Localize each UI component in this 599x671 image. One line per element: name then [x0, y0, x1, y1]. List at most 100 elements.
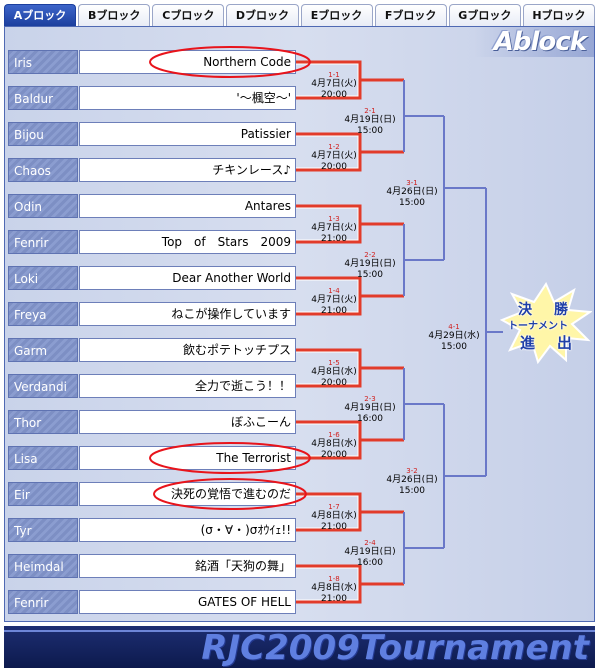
team-label: ねこが操作しています [79, 302, 296, 326]
team-name: Fenrir [8, 230, 78, 254]
match-date: 4月8日(水) [311, 583, 357, 593]
footer-stripe [4, 630, 595, 632]
match-time: 15:00 [441, 342, 467, 352]
match-time: 20:00 [321, 162, 347, 172]
match-num: 1-4 [328, 287, 340, 295]
burst-icon [500, 282, 592, 364]
team-name: Bijou [8, 122, 78, 146]
match-num: 2-4 [364, 539, 376, 547]
match-date: 4月26日(日) [386, 187, 438, 197]
match-time: 15:00 [357, 126, 383, 136]
team-label: (σ・∀・)σｵｳｲｪ!! [79, 518, 296, 542]
match-num: 2-3 [364, 395, 376, 403]
r1-bracket-inner [296, 495, 359, 529]
match-num: 2-1 [364, 107, 376, 115]
match-num: 1-7 [328, 503, 340, 511]
match-time: 20:00 [321, 450, 347, 460]
team-label: Northern Code [79, 50, 296, 74]
team-name: Tyr [8, 518, 78, 542]
match-num: 3-2 [406, 467, 418, 475]
match-date: 4月19日(日) [344, 115, 396, 125]
tab-block-4[interactable]: Eブロック [300, 4, 373, 26]
tab-block-2[interactable]: Cブロック [152, 4, 225, 26]
match-date: 4月19日(日) [344, 259, 396, 269]
team-name: Heimdal [8, 554, 78, 578]
highlight-circle [153, 478, 307, 510]
highlight-circle [149, 46, 311, 78]
team-name: Lisa [8, 446, 78, 470]
team-name: Iris [8, 50, 78, 74]
team-name: Thor [8, 410, 78, 434]
tab-block-6[interactable]: Gブロック [448, 4, 521, 26]
team-label: GATES OF HELL [79, 590, 296, 614]
tab-block-3[interactable]: Dブロック [226, 4, 299, 26]
r1-bracket-inner [296, 135, 359, 169]
team-label: 銘酒「天狗の舞」 [79, 554, 296, 578]
match-date: 4月7日(火) [311, 151, 357, 161]
team-row: Tyr(σ・∀・)σｵｳｲｪ!! [8, 518, 296, 542]
r1-bracket-inner [296, 423, 359, 457]
match-date: 4月7日(火) [311, 79, 357, 89]
match-date: 4月8日(水) [311, 439, 357, 449]
match-num: 1-2 [328, 143, 340, 151]
match-time: 16:00 [357, 414, 383, 424]
match-time: 20:00 [321, 378, 347, 388]
team-name: Fenrir [8, 590, 78, 614]
match-date: 4月29日(水) [428, 331, 480, 341]
match-time: 15:00 [357, 270, 383, 280]
team-name: Eir [8, 482, 78, 506]
r1-bracket-inner [296, 279, 359, 313]
team-name: Freya [8, 302, 78, 326]
team-label: Dear Another World [79, 266, 296, 290]
match-num: 1-8 [328, 575, 340, 583]
r1-bracket-inner [296, 63, 359, 97]
tab-block-5[interactable]: Fブロック [374, 4, 447, 26]
team-name: Garm [8, 338, 78, 362]
match-time: 15:00 [399, 486, 425, 496]
r1-bracket-inner [296, 207, 359, 241]
team-row: Baldur'～楓空～' [8, 86, 296, 110]
match-num: 1-6 [328, 431, 340, 439]
match-time: 15:00 [399, 198, 425, 208]
match-time: 20:00 [321, 90, 347, 100]
tab-block-0[interactable]: Aブロック [4, 4, 77, 26]
match-num: 3-1 [406, 179, 418, 187]
match-num: 1-3 [328, 215, 340, 223]
tab-block-1[interactable]: Bブロック [78, 4, 151, 26]
team-label: Patissier [79, 122, 296, 146]
team-label: 全力で逝こう！！ [79, 374, 296, 398]
match-date: 4月7日(火) [311, 223, 357, 233]
match-date: 4月8日(水) [311, 367, 357, 377]
team-name: Chaos [8, 158, 78, 182]
team-name: Baldur [8, 86, 78, 110]
highlight-circle [149, 442, 311, 474]
team-label: The Terrorist [79, 446, 296, 470]
team-name: Loki [8, 266, 78, 290]
team-label: '～楓空～' [79, 86, 296, 110]
team-name: Odin [8, 194, 78, 218]
match-num: 1-1 [328, 71, 340, 79]
match-time: 21:00 [321, 306, 347, 316]
match-date: 4月8日(水) [311, 511, 357, 521]
final-tournament-badge: 決勝 トーナメント 進出 [500, 282, 592, 364]
panel-corner-decoration [474, 27, 594, 57]
tab-block-7[interactable]: Hブロック [522, 4, 595, 26]
